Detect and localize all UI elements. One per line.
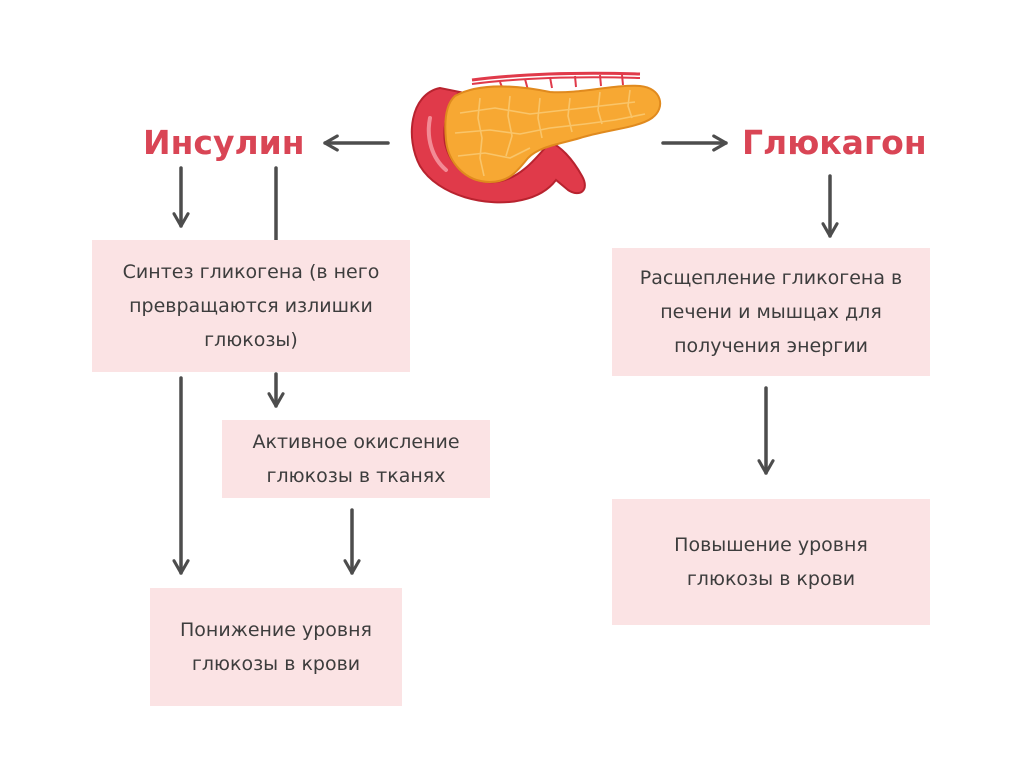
glucose-lowering-box: Понижение уровня глюкозы в крови: [150, 588, 402, 706]
glucose-raising-text: Повышение уровня глюкозы в крови: [674, 534, 868, 590]
glycogen-breakdown-box: Расщепление гликогена в печени и мышцах …: [612, 248, 930, 376]
glycogen-breakdown-text: Расщепление гликогена в печени и мышцах …: [639, 267, 903, 357]
glucose-lowering-text: Понижение уровня глюкозы в крови: [180, 619, 372, 675]
glycogen-synthesis-text: Синтез гликогена (в него превращаются из…: [122, 261, 380, 351]
glucose-raising-box: Повышение уровня глюкозы в крови: [612, 499, 930, 625]
pancreas-icon: [410, 71, 662, 204]
insulin-title: Инсулин: [143, 123, 305, 162]
glucose-oxidation-box: Активное окисление глюкозы в тканях: [222, 420, 490, 498]
glucose-oxidation-text: Активное окисление глюкозы в тканях: [252, 431, 460, 487]
glycogen-synthesis-box: Синтез гликогена (в него превращаются из…: [92, 240, 410, 372]
glucagon-title: Глюкагон: [742, 123, 927, 162]
